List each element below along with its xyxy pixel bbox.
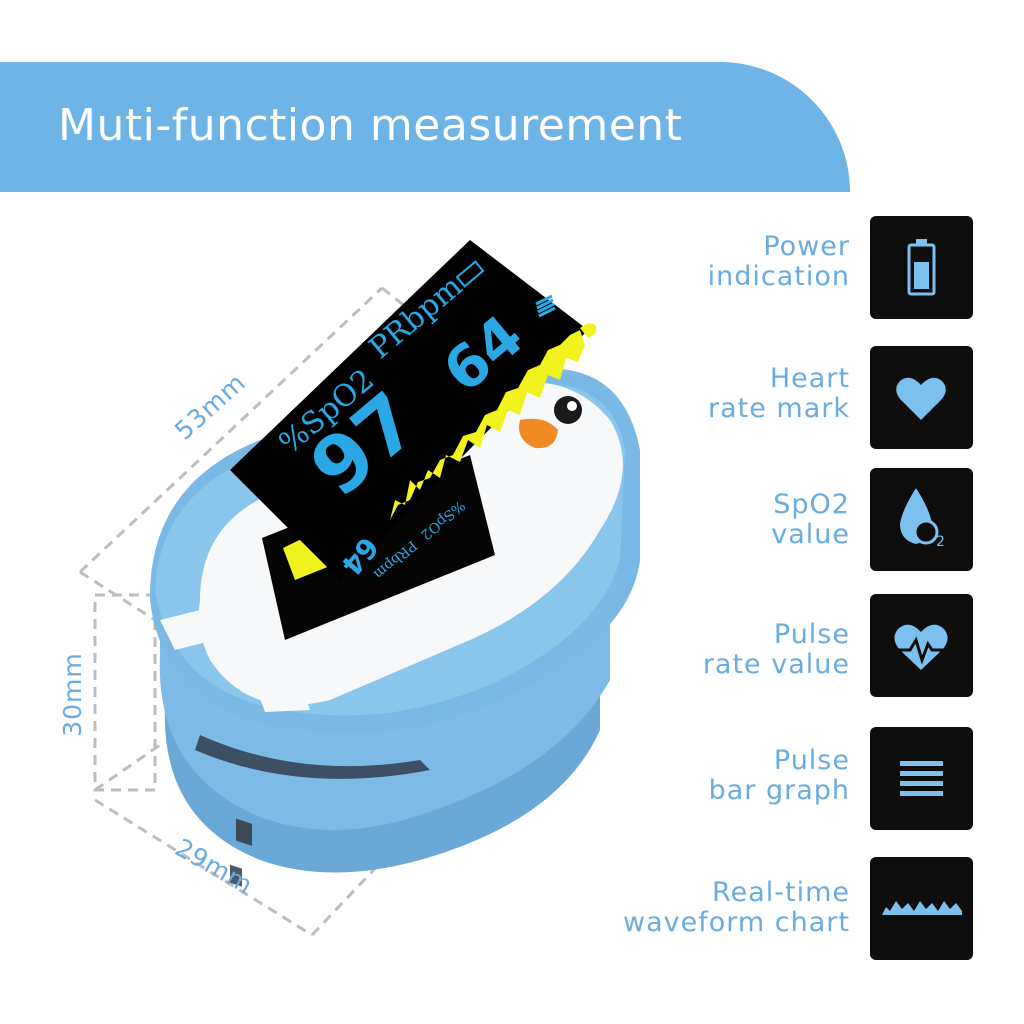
height-dimension-label: 30mm xyxy=(57,652,87,737)
heart-pulse-icon xyxy=(870,594,973,697)
bar-graph-icon xyxy=(870,727,973,830)
feature-label-heart: Heart rate mark xyxy=(707,363,850,424)
header-banner xyxy=(0,62,850,192)
device-body xyxy=(149,368,640,887)
feature-label-power: Power indication xyxy=(707,231,850,292)
page-title: Muti-function measurement xyxy=(58,100,683,151)
feature-label-bar-graph: Pulse bar graph xyxy=(708,745,850,806)
feature-label-waveform: Real-time waveform chart xyxy=(623,877,850,938)
waveform-icon xyxy=(870,857,973,960)
battery-icon xyxy=(870,216,973,319)
feature-label-pulse-rate: Pulse rate value xyxy=(702,619,850,680)
feature-label-spo2: SpO2 value xyxy=(771,489,850,550)
heart-icon xyxy=(870,346,973,449)
floating-display xyxy=(230,240,597,580)
pulse-oximeter-illustration: %SpO2 PRbpm 97 64 %SpO2 PRbpm 64 xyxy=(78,240,640,937)
svg-text:2: 2 xyxy=(936,534,945,550)
oxygen-drop-icon: 2 xyxy=(870,468,973,571)
